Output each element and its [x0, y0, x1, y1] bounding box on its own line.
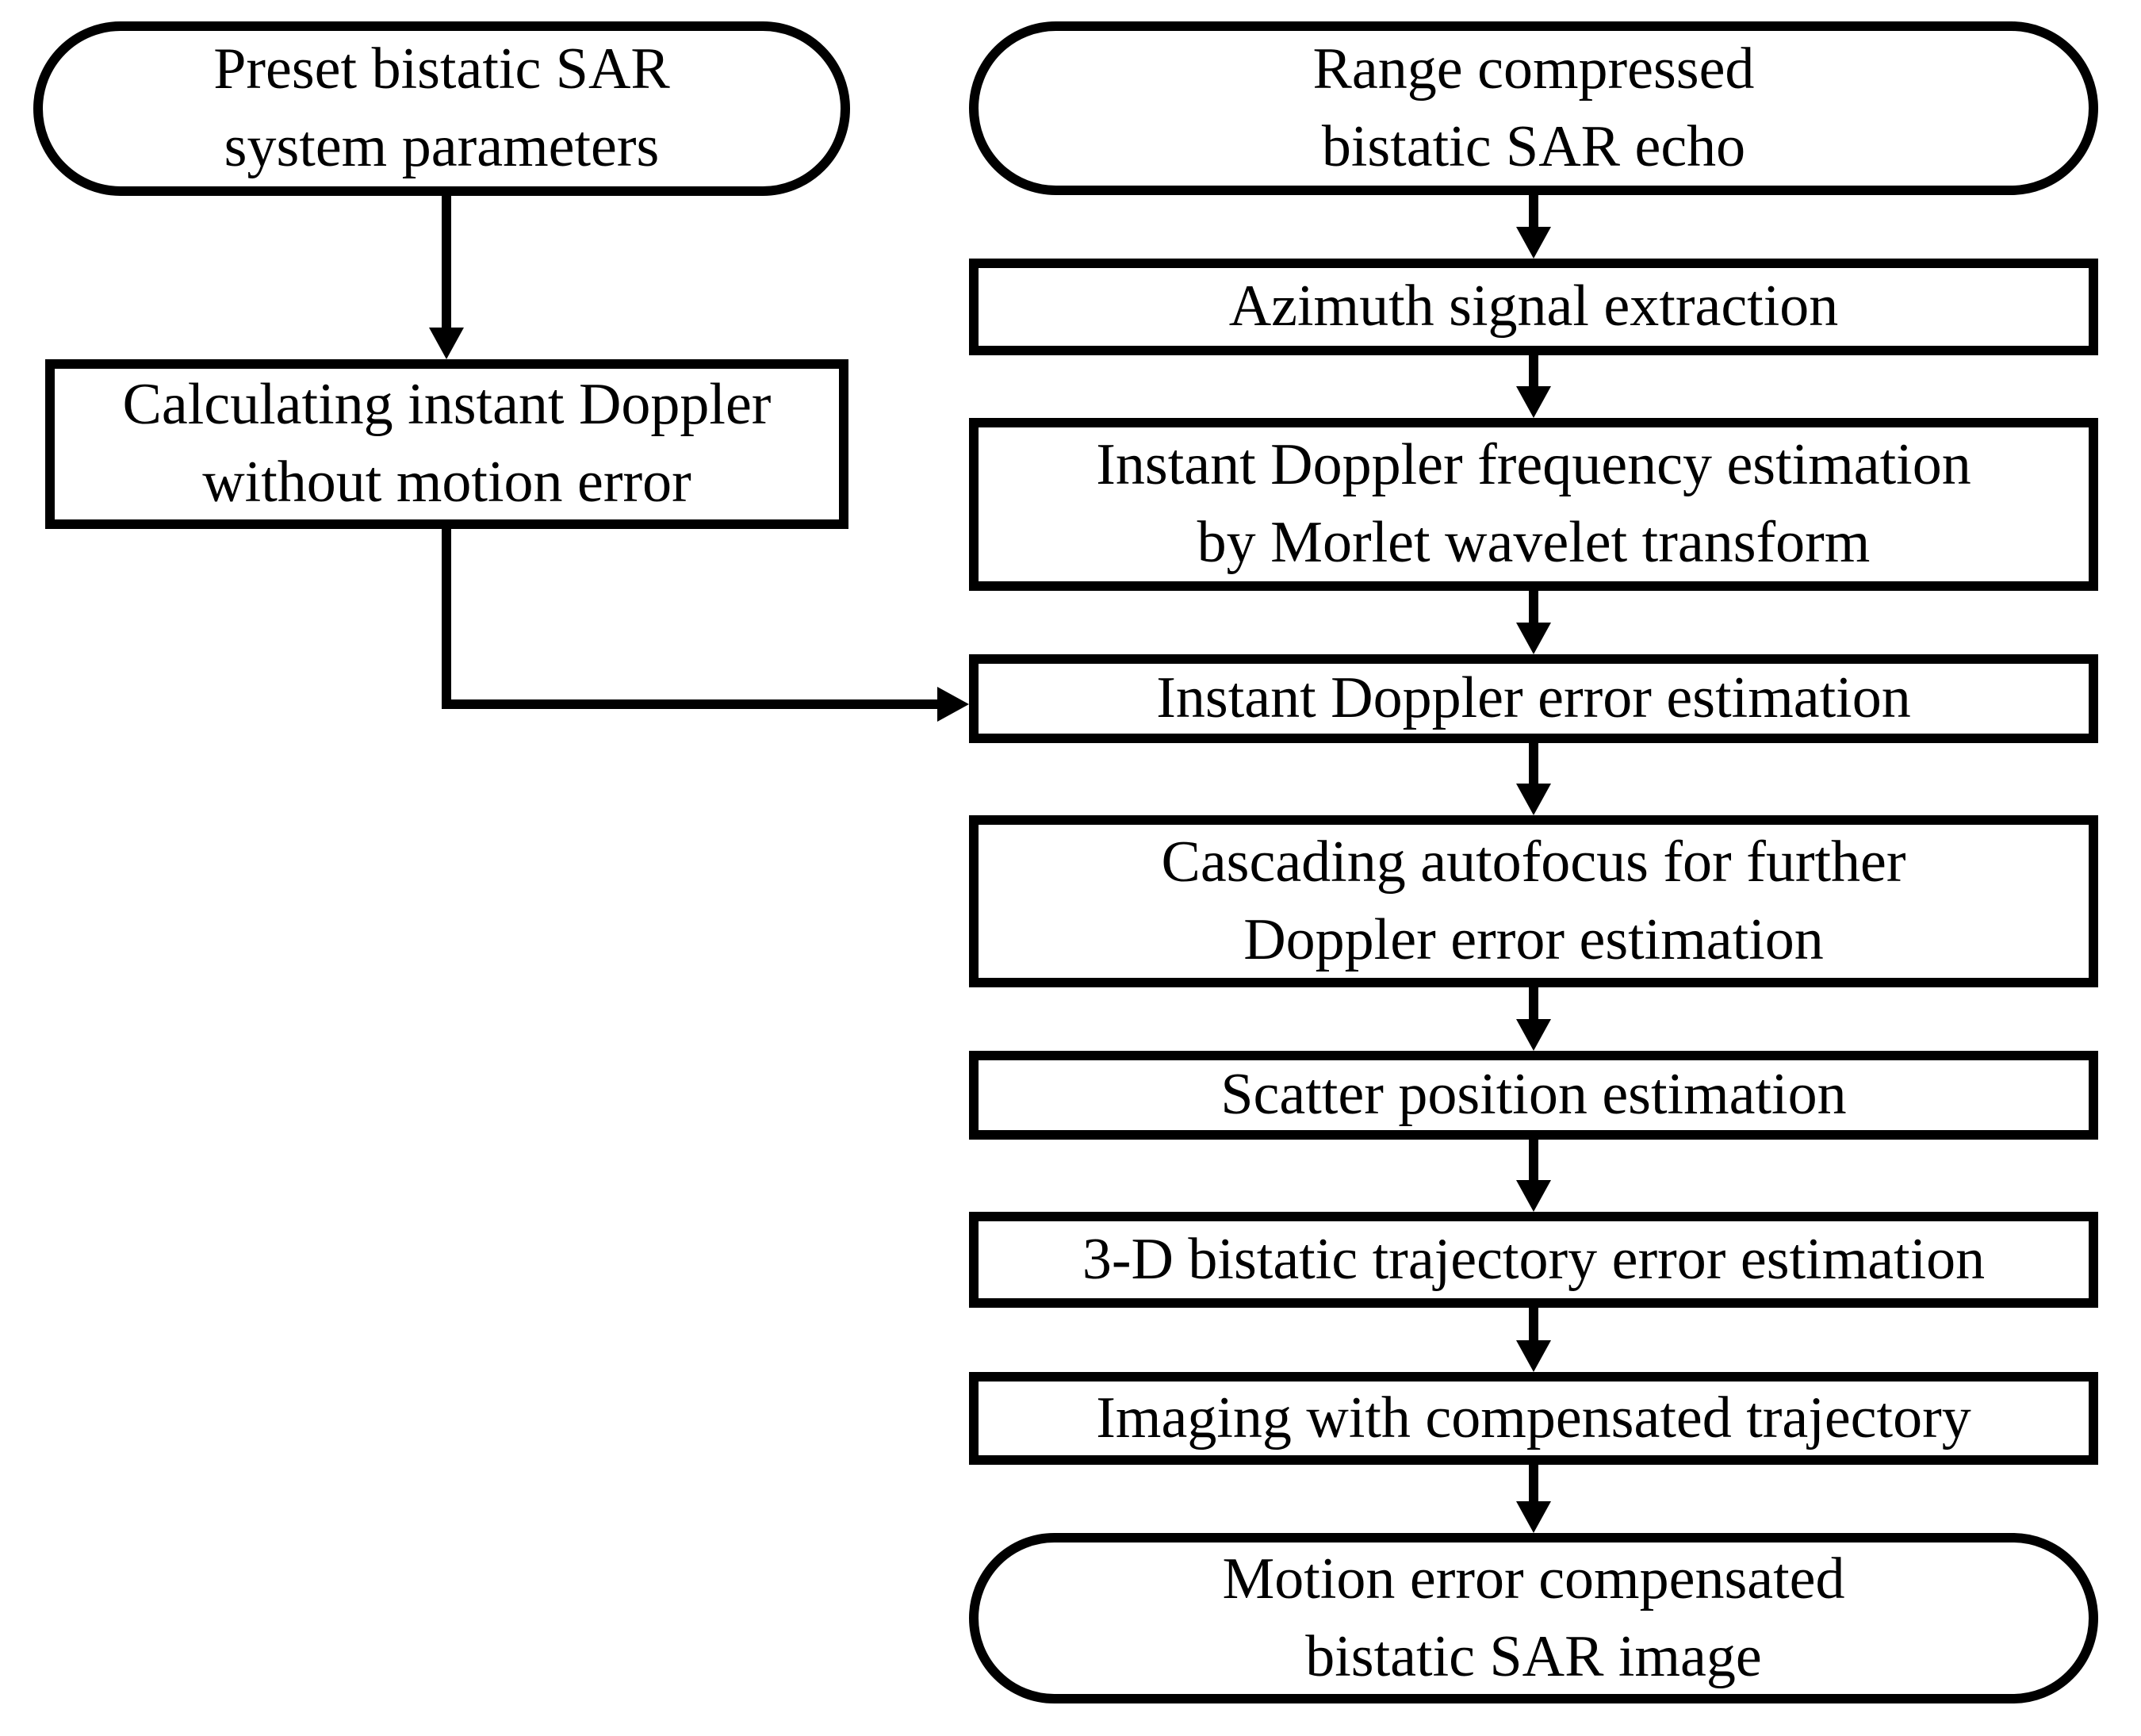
arrow-head [1516, 1501, 1551, 1533]
elbow-vertical-segment [442, 523, 451, 709]
arrow-head [1516, 1340, 1551, 1372]
node-scatter-position-estimation: Scatter position estimation [969, 1051, 2098, 1140]
arrow-calc-to-doppler-error-head-icon [937, 687, 969, 722]
arrow-scatter-to-trajectory-icon [1516, 1140, 1551, 1212]
arrow-doppler-error-to-cascading-icon [1516, 743, 1551, 815]
arrow-head [1516, 1019, 1551, 1051]
node-label-line: 3-D bistatic trajectory error estimation [1082, 1226, 1986, 1292]
arrow-azimuth-to-morlet-icon [1516, 355, 1551, 418]
node-label-line: bistatic SAR image [1305, 1623, 1762, 1689]
arrow-cascading-to-scatter-icon [1516, 987, 1551, 1051]
elbow-horizontal-segment [442, 699, 939, 709]
arrow-shaft [1529, 1308, 1538, 1340]
node-label-line: Instant Doppler frequency estimation [1096, 432, 1971, 498]
node-label-line: Scatter position estimation [1220, 1062, 1847, 1128]
arrow-morlet-to-doppler-error-icon [1516, 591, 1551, 654]
node-label-line: Instant Doppler error estimation [1156, 665, 1911, 731]
node-label-line: Preset bistatic SAR [213, 36, 670, 102]
node-instant-doppler-error-estimation: Instant Doppler error estimation [969, 654, 2098, 743]
node-label-line: without motion error [202, 450, 691, 515]
node-range-compressed-echo: Range compressed bistatic SAR echo [969, 21, 2098, 195]
node-label-line: by Morlet wavelet transform [1197, 510, 1871, 575]
node-label-line: Calculating instant Doppler [122, 372, 772, 438]
arrow-imaging-to-result-icon [1516, 1465, 1551, 1533]
node-azimuth-signal-extraction: Azimuth signal extraction [969, 259, 2098, 355]
node-motion-error-compensated-image: Motion error compensated bistatic SAR im… [969, 1533, 2098, 1703]
node-label-line: Azimuth signal extraction [1228, 274, 1839, 339]
arrow-shaft [1529, 195, 1538, 227]
node-cascading-autofocus: Cascading autofocus for further Doppler … [969, 815, 2098, 987]
node-label-line: Range compressed [1312, 36, 1755, 102]
node-label-line: Cascading autofocus for further [1161, 829, 1906, 895]
arrow-shaft [1529, 355, 1538, 386]
arrow-head [1516, 1180, 1551, 1212]
arrow-shaft [1529, 1140, 1538, 1180]
node-label-line: bistatic SAR echo [1321, 113, 1746, 179]
arrow-head [429, 328, 464, 359]
arrow-head [1516, 227, 1551, 259]
arrow-head [1516, 623, 1551, 654]
arrow-shaft [442, 196, 451, 328]
node-label-line: Doppler error estimation [1243, 906, 1824, 972]
arrow-trajectory-to-imaging-icon [1516, 1308, 1551, 1372]
arrow-shaft [1529, 1465, 1538, 1501]
arrow-shaft [1529, 591, 1538, 623]
arrow-preset-to-calc-icon [429, 196, 464, 359]
arrow-echo-to-azimuth-icon [1516, 195, 1551, 259]
arrow-shaft [1529, 987, 1538, 1019]
node-preset-params: Preset bistatic SAR system parameters [33, 21, 850, 196]
arrow-head [1516, 784, 1551, 815]
node-calc-instant-doppler: Calculating instant Doppler without moti… [45, 359, 848, 529]
node-3d-trajectory-error-estimation: 3-D bistatic trajectory error estimation [969, 1212, 2098, 1308]
arrow-head [1516, 386, 1551, 418]
node-label-line: Imaging with compensated trajectory [1096, 1385, 1971, 1450]
node-label-line: Motion error compensated [1222, 1546, 1845, 1611]
node-instant-doppler-frequency-estimation: Instant Doppler frequency estimation by … [969, 418, 2098, 591]
node-imaging-compensated-trajectory: Imaging with compensated trajectory [969, 1372, 2098, 1465]
node-label-line: system parameters [224, 114, 660, 179]
arrow-shaft [1529, 743, 1538, 784]
